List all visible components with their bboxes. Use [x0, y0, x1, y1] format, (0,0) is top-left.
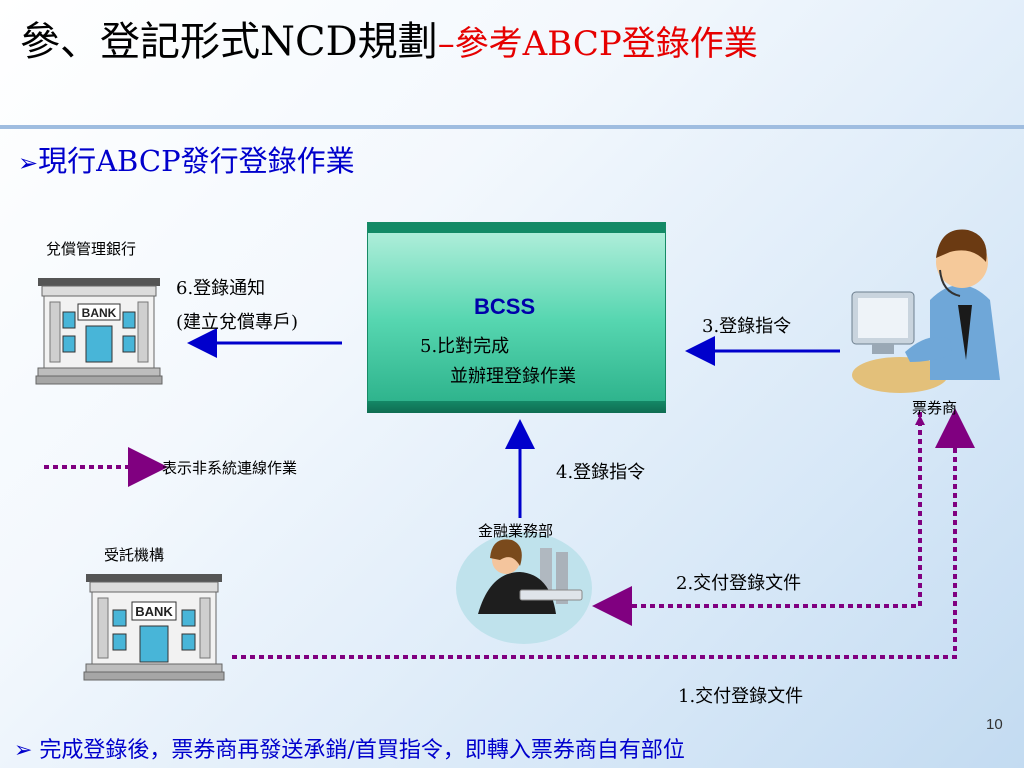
page-title: 參、登記形式NCD規劃–參考ABCP登錄作業 [20, 20, 758, 64]
step1-label: 1.交付登錄文件 [678, 686, 804, 707]
redemption-bank-label: 兌償管理銀行 [46, 240, 137, 258]
fin-dept-label: 金融業務部 [478, 522, 554, 540]
page-number: 10 [986, 716, 1003, 733]
step2-label: 2.交付登錄文件 [676, 573, 802, 594]
fin-dept-person-icon [456, 532, 592, 644]
title-sub: 參考ABCP登錄作業 [454, 24, 758, 64]
step6-label-line1: 6.登錄通知 [176, 278, 266, 299]
trustee-label: 受託機構 [104, 546, 165, 564]
section-heading-text: 現行ABCP發行登錄作業 [38, 144, 355, 178]
bank-sign: BANK [135, 604, 173, 619]
footer-note: ➢ 完成登錄後，票券商再發送承銷/首買指令，即轉入票券商自有部位 [14, 738, 685, 763]
step5-label-line2: 並辦理登錄作業 [450, 366, 576, 387]
section-heading: ➢現行ABCP發行登錄作業 [18, 138, 355, 180]
legend-offline-label: 表示非系統連線作業 [162, 459, 298, 477]
step3-label: 3.登錄指令 [702, 316, 792, 337]
title-divider [0, 125, 1024, 129]
step5-label-line1: 5.比對完成 [420, 336, 510, 357]
step1-arrow [232, 408, 975, 659]
dealer-person-icon [851, 229, 1000, 393]
step2-arrow [592, 412, 922, 626]
step4-label: 4.登錄指令 [556, 462, 646, 483]
bcss-system-box [367, 222, 666, 413]
bank-building-icon: BANK [35, 278, 163, 385]
bank-building-icon: BANK [83, 574, 225, 681]
arrow-bullet-icon: ➢ [18, 149, 39, 177]
step6-label-line2: (建立兌償專戶) [176, 312, 299, 333]
dealer-label: 票券商 [912, 399, 958, 417]
title-dash: – [437, 24, 455, 64]
title-main: 參、登記形式NCD規劃 [20, 19, 438, 65]
bcss-label: BCSS [474, 294, 536, 319]
bank-sign: BANK [82, 306, 117, 320]
